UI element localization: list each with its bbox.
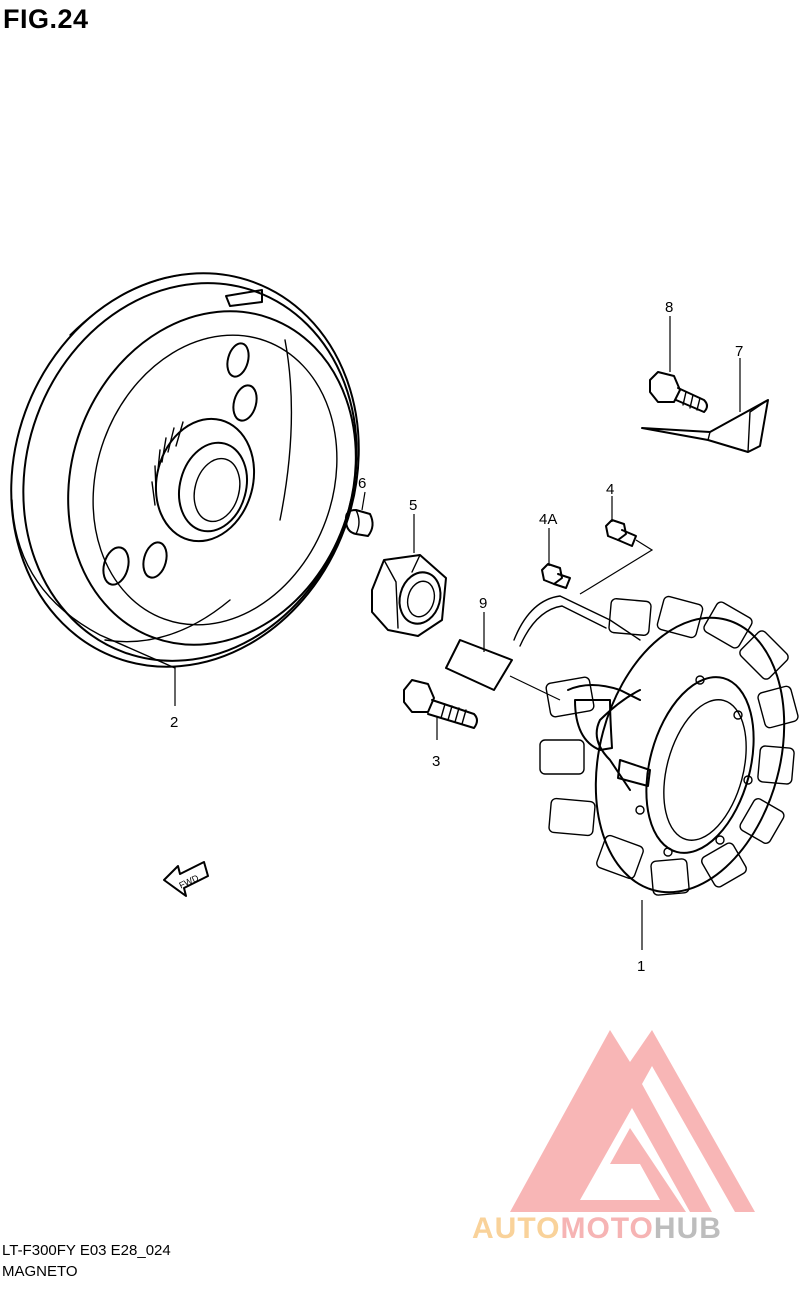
svg-text:AUTOMOTOHUB: AUTOMOTOHUB — [472, 1212, 722, 1245]
leader-lines — [174, 316, 741, 950]
watermark-text: AUTOMOTOHUB — [472, 1212, 722, 1245]
watermark-hub: HUB — [654, 1212, 722, 1245]
pickup-screw[interactable] — [541, 563, 571, 589]
flange-bolt[interactable] — [403, 679, 478, 729]
fwd-label: FWD — [177, 873, 200, 891]
forward-direction-arrow: FWD — [163, 861, 209, 897]
figure-title: FIG.24 — [3, 4, 89, 34]
callout-1[interactable]: 1 — [637, 958, 645, 975]
rotor-nut[interactable] — [371, 554, 447, 637]
callout-8[interactable]: 8 — [665, 299, 673, 316]
watermark-moto: MOTO — [560, 1212, 653, 1245]
callout-2[interactable]: 2 — [170, 714, 178, 731]
callout-9[interactable]: 9 — [479, 595, 487, 612]
callout-6[interactable]: 6 — [358, 475, 366, 492]
sealant-pad[interactable] — [445, 639, 513, 691]
watermark-logo — [510, 1030, 755, 1212]
woodruff-key[interactable] — [344, 509, 374, 537]
stator-coil-assembly[interactable] — [513, 595, 800, 913]
bracket-bolt[interactable] — [649, 371, 708, 413]
flywheel-rotor[interactable] — [0, 224, 413, 716]
callout-3[interactable]: 3 — [432, 753, 440, 770]
callout-4a[interactable]: 4A — [539, 511, 557, 528]
figure-name: MAGNETO — [2, 1263, 78, 1280]
callout-7[interactable]: 7 — [735, 343, 743, 360]
model-code: LT-F300FY E03 E28_024 — [2, 1242, 171, 1259]
wire-clamp-bracket[interactable] — [641, 399, 769, 453]
watermark-auto: AUTO — [472, 1212, 560, 1245]
callout-5[interactable]: 5 — [409, 497, 417, 514]
stator-screw[interactable] — [605, 519, 637, 547]
callout-4[interactable]: 4 — [606, 481, 614, 498]
